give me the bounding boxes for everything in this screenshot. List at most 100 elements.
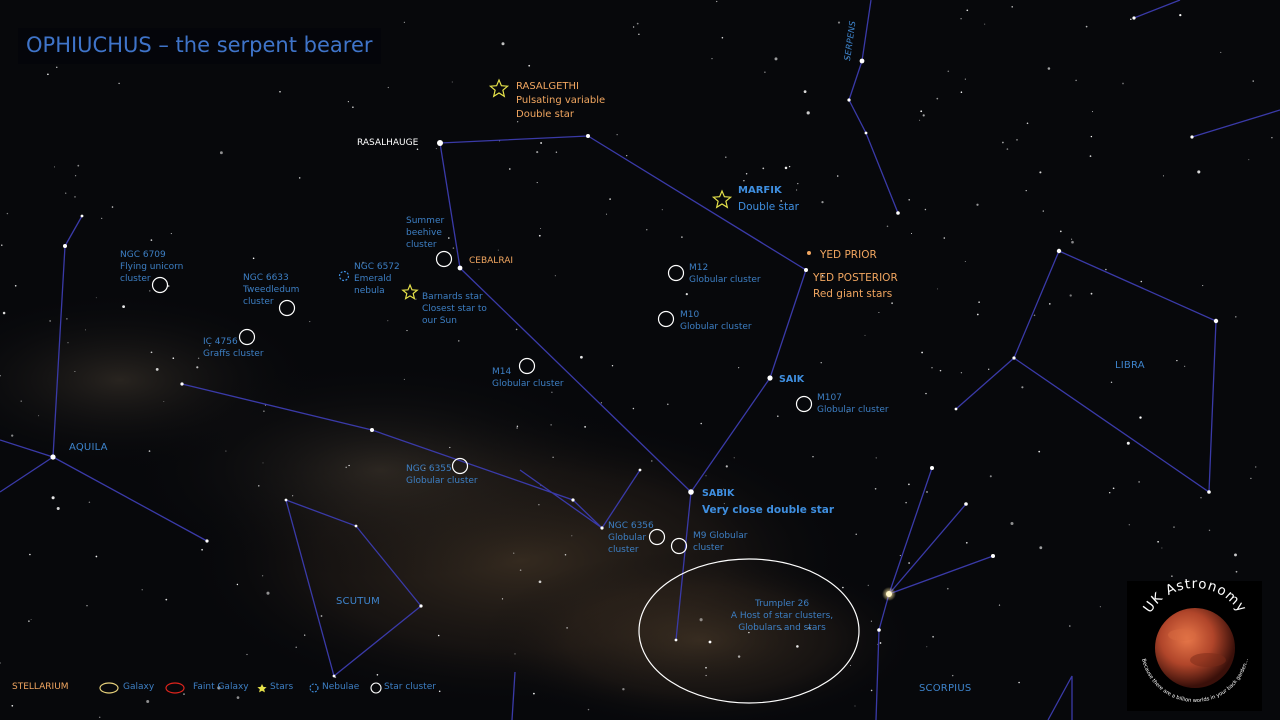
- background-star: [723, 503, 725, 505]
- background-star: [875, 457, 877, 459]
- marfik-group: MARFIK Double star: [738, 183, 799, 215]
- background-star: [1220, 51, 1222, 53]
- background-star: [1122, 82, 1124, 85]
- background-star: [149, 290, 151, 292]
- background-star: [172, 357, 175, 360]
- m10-label: M10 Globular cluster: [680, 310, 752, 332]
- background-star: [878, 311, 880, 314]
- background-star: [926, 646, 928, 648]
- background-star: [685, 293, 688, 296]
- background-star: [352, 106, 354, 109]
- background-star: [236, 696, 240, 699]
- background-star: [551, 391, 553, 393]
- background-star: [723, 488, 725, 490]
- background-star: [1235, 570, 1238, 573]
- background-star: [38, 415, 40, 417]
- background-star: [874, 487, 877, 490]
- rasalgethi-group: RASALGETHI Pulsating variable Double sta…: [516, 80, 605, 122]
- background-star: [951, 674, 954, 677]
- background-star: [960, 91, 963, 93]
- background-star: [667, 403, 669, 406]
- background-star: [196, 366, 199, 369]
- background-star: [261, 575, 264, 577]
- legend-icons: [99, 682, 382, 694]
- background-star: [745, 173, 748, 175]
- background-star: [988, 368, 990, 370]
- background-star: [155, 367, 159, 371]
- background-star: [540, 228, 542, 229]
- yed-prior-label: YED PRIOR: [820, 249, 877, 261]
- background-star: [743, 179, 745, 182]
- background-star: [966, 9, 969, 12]
- background-star: [1234, 553, 1237, 557]
- background-star: [939, 369, 942, 372]
- background-star: [219, 151, 223, 155]
- ngc6709-label: NGC 6709 Flying unicorn cluster: [120, 250, 184, 284]
- background-star: [571, 535, 573, 537]
- background-star: [508, 168, 511, 170]
- background-star: [258, 485, 260, 487]
- background-star: [95, 297, 97, 299]
- background-star: [1248, 159, 1250, 161]
- background-star: [886, 225, 889, 228]
- marker-ngc6633: [278, 299, 296, 317]
- background-star: [1235, 316, 1237, 318]
- background-star: [101, 217, 103, 219]
- background-star: [651, 460, 653, 462]
- background-star: [1075, 79, 1077, 82]
- background-star: [74, 370, 76, 373]
- background-star: [870, 620, 872, 622]
- background-star: [77, 164, 80, 167]
- background-star: [1252, 80, 1254, 82]
- background-star: [423, 467, 426, 470]
- background-star: [1026, 122, 1029, 125]
- background-star: [552, 456, 554, 458]
- background-star: [1059, 230, 1062, 233]
- background-star: [932, 635, 934, 638]
- background-star: [236, 583, 239, 586]
- rasalgethi-desc1: Pulsating variable: [516, 95, 606, 106]
- background-star: [49, 320, 51, 322]
- background-star: [998, 604, 1001, 606]
- background-star: [451, 81, 453, 83]
- background-star: [209, 345, 211, 347]
- background-star: [1161, 547, 1163, 549]
- ngc6356-label: NGC 6356 Globular cluster: [608, 521, 654, 555]
- background-star: [262, 462, 264, 464]
- background-star: [924, 208, 927, 211]
- background-star: [803, 90, 807, 93]
- background-star: [47, 73, 49, 76]
- background-star: [416, 148, 419, 150]
- legend-galaxy: Galaxy: [123, 682, 155, 692]
- scutum-label: SCUTUM: [336, 596, 380, 607]
- m107-label: M107 Globular cluster: [817, 393, 889, 415]
- background-star: [56, 506, 60, 511]
- background-star: [538, 504, 540, 506]
- marker-m12: [667, 264, 685, 282]
- background-star: [1099, 606, 1101, 608]
- background-star: [699, 618, 703, 622]
- background-star: [587, 708, 590, 711]
- background-star: [513, 552, 515, 554]
- background-star: [279, 91, 281, 93]
- background-star: [1179, 13, 1182, 17]
- star-legend-icon: [257, 684, 267, 693]
- background-star: [1091, 111, 1094, 113]
- background-star: [808, 626, 811, 630]
- background-star: [584, 426, 586, 428]
- background-star: [920, 110, 923, 113]
- background-star: [447, 237, 450, 239]
- ngc6633-label: NGC 6633 Tweedledum cluster: [243, 273, 300, 307]
- background-star: [348, 464, 350, 467]
- background-star: [870, 689, 873, 692]
- background-star: [516, 425, 519, 427]
- background-star: [201, 548, 203, 551]
- background-star: [345, 466, 347, 469]
- background-star: [780, 628, 782, 631]
- background-star: [1130, 18, 1132, 20]
- background-star: [1069, 294, 1072, 297]
- background-star: [449, 446, 451, 449]
- logo-graphic: [1127, 581, 1262, 711]
- background-star: [600, 402, 603, 404]
